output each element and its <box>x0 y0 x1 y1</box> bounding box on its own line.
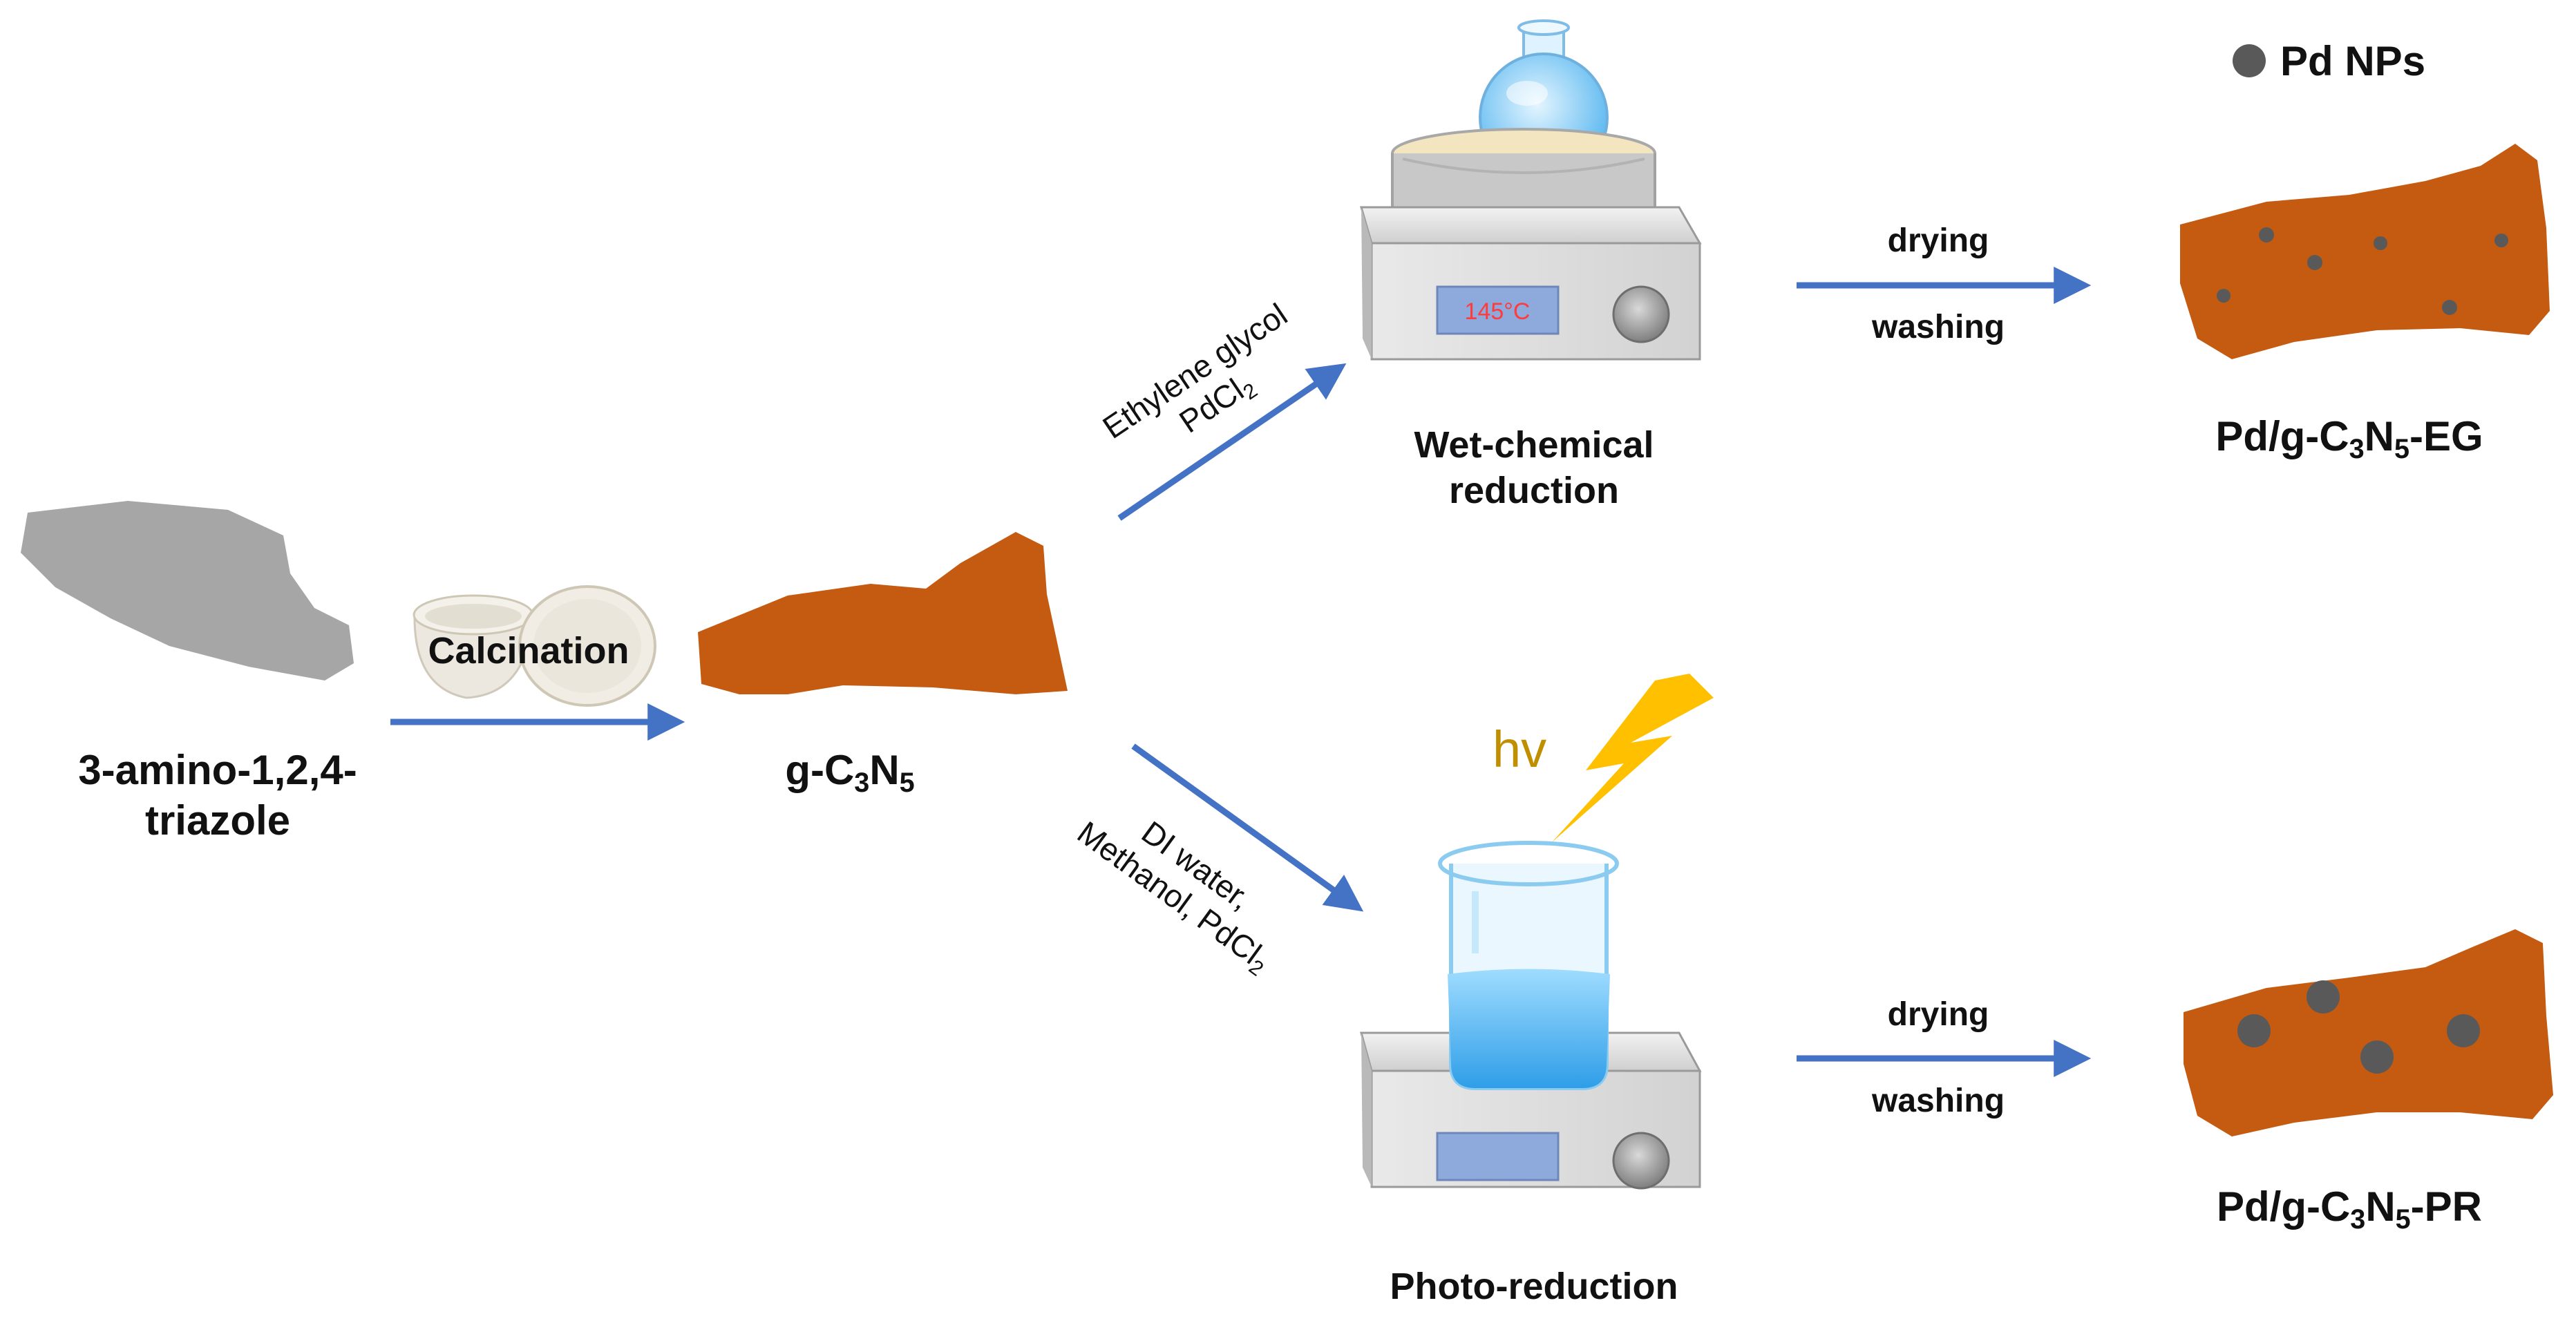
precursor-label: 3-amino-1,2,4- triazole <box>78 747 357 844</box>
lower-drying-label: drying <box>1887 996 1989 1033</box>
product-pr-material <box>2184 929 2553 1136</box>
gcn-label: g-C3N5 <box>785 747 915 799</box>
knob-icon <box>1612 1132 1670 1190</box>
wet-chemical-step-label: Wet-chemical reduction <box>1414 424 1654 511</box>
lightning-icon <box>1551 674 1714 843</box>
precursor-powder <box>21 501 354 681</box>
legend-pd-dot <box>2233 44 2266 77</box>
product-eg-material <box>2180 144 2550 359</box>
upper-route-arrow <box>1117 363 1347 521</box>
pd-nanoparticles-large <box>2237 980 2480 1074</box>
hotplate-stirrer-lower <box>1360 841 1702 1190</box>
upper-drying-label: drying <box>1887 222 1989 259</box>
display-panel <box>1436 1132 1560 1181</box>
product-pr-label: Pd/g-C3N5-PR <box>2216 1183 2483 1235</box>
gcn-material <box>698 532 1068 694</box>
crucible-icon <box>413 585 656 707</box>
temperature-readout: 145°C <box>1465 298 1531 325</box>
temperature-display <box>1436 285 1560 335</box>
pd-nanoparticles-small <box>2217 227 2508 315</box>
calcination-label: Calcination <box>428 630 629 672</box>
lower-route-arrow <box>1131 743 1364 912</box>
photo-reduction-step-label: Photo-reduction <box>1390 1266 1678 1307</box>
lower-washing-label: washing <box>1871 1083 2005 1119</box>
light-label: hv <box>1493 721 1546 778</box>
upper-washing-label: washing <box>1871 309 2005 345</box>
product-eg-label: Pd/g-C3N5-EG <box>2215 413 2483 465</box>
legend-label: Pd NPs <box>2280 38 2426 84</box>
knob-icon <box>1612 285 1670 343</box>
hotplate-stirrer-upper: 145°C <box>1360 19 1702 361</box>
